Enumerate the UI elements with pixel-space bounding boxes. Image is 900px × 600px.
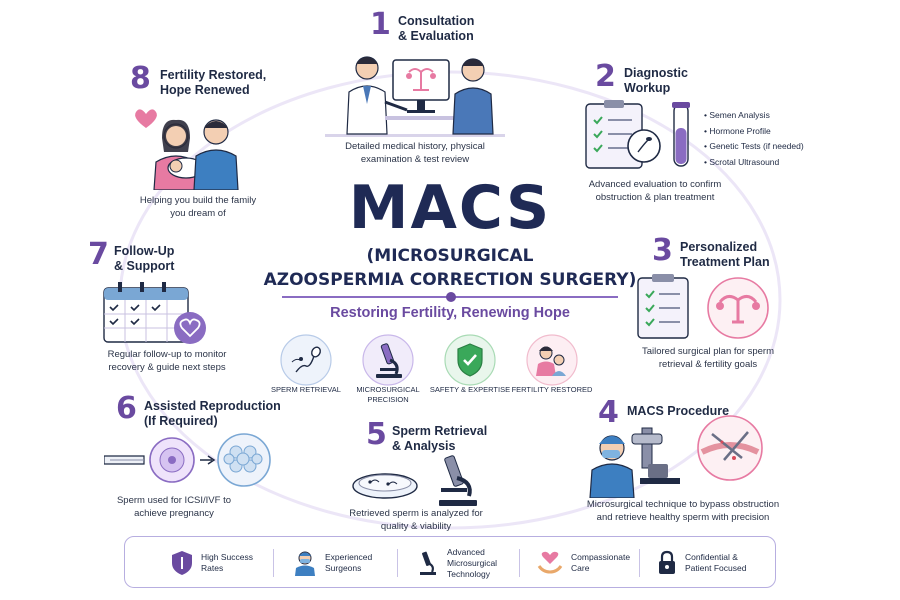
lock-icon bbox=[659, 550, 675, 574]
step-4-number: 4 bbox=[598, 395, 619, 430]
page-title: MACS bbox=[348, 173, 552, 243]
follow-up-calendar-illustration bbox=[103, 282, 206, 344]
feature-separator bbox=[639, 549, 640, 577]
step-6-title: Assisted Reproduction(If Required) bbox=[144, 399, 281, 428]
microscope-icon bbox=[362, 334, 414, 386]
step-7-number: 7 bbox=[88, 237, 109, 272]
microscope-icon bbox=[420, 551, 436, 575]
page-subtitle: (MICROSURGICAL AZOOSPERMIA CORRECTION SU… bbox=[263, 246, 637, 290]
feature-label: Confidential &Patient Focused bbox=[685, 552, 747, 573]
step-5-number: 5 bbox=[366, 417, 387, 452]
feature-separator bbox=[273, 549, 274, 577]
macs-procedure-illustration bbox=[589, 415, 763, 498]
heart-hands-icon bbox=[537, 551, 563, 574]
tagline: Restoring Fertility, Renewing Hope bbox=[330, 305, 570, 321]
test-item: • Hormone Profile bbox=[704, 125, 771, 136]
badge-label: Safety & Expertise bbox=[429, 385, 511, 394]
sperm-icon bbox=[280, 334, 332, 386]
step-4-description: Microsurgical technique to bypass obstru… bbox=[586, 499, 780, 523]
badge-label: Sperm Retrieval bbox=[271, 385, 341, 394]
badge-label: Microsurgical Precision bbox=[356, 385, 420, 404]
step-4-title: MACS Procedure bbox=[627, 404, 730, 418]
diagnostic-illustration bbox=[585, 100, 690, 169]
test-item: • Genetic Tests (if needed) bbox=[704, 141, 804, 151]
family-illustration bbox=[135, 109, 239, 190]
test-item: • Semen Analysis bbox=[704, 110, 770, 120]
shield-check-icon bbox=[444, 334, 496, 386]
treatment-plan-illustration bbox=[637, 274, 769, 339]
consultation-illustration bbox=[325, 56, 505, 137]
badge-label: Fertility Restored bbox=[511, 385, 593, 394]
step-3-number: 3 bbox=[652, 233, 673, 268]
feature-confidential: Confidential &Patient Focused bbox=[657, 537, 746, 589]
step-2-number: 2 bbox=[595, 59, 616, 94]
feature-separator bbox=[397, 549, 398, 577]
diagnostic-tests-list: • Semen Analysis • Hormone Profile • Gen… bbox=[704, 108, 804, 170]
step-1-number: 1 bbox=[370, 7, 391, 42]
assisted-reproduction-illustration bbox=[104, 433, 271, 487]
test-item: • Scrotal Ultrasound bbox=[704, 156, 780, 167]
sperm-analysis-illustration bbox=[352, 455, 477, 506]
step-1-title: Consultation& Evaluation bbox=[398, 14, 475, 43]
step-8-number: 8 bbox=[130, 61, 151, 96]
surgeon-icon bbox=[295, 551, 315, 576]
step-5-title: Sperm Retrieval& Analysis bbox=[392, 424, 488, 453]
step-6-number: 6 bbox=[116, 391, 137, 426]
title-divider-dot bbox=[446, 292, 456, 302]
family-icon bbox=[526, 334, 578, 386]
feature-separator bbox=[519, 549, 520, 577]
shield-icon bbox=[172, 551, 192, 575]
step-8-title: Fertility Restored,Hope Renewed bbox=[160, 68, 267, 97]
step-7-title: Follow-Up& Support bbox=[114, 244, 175, 273]
